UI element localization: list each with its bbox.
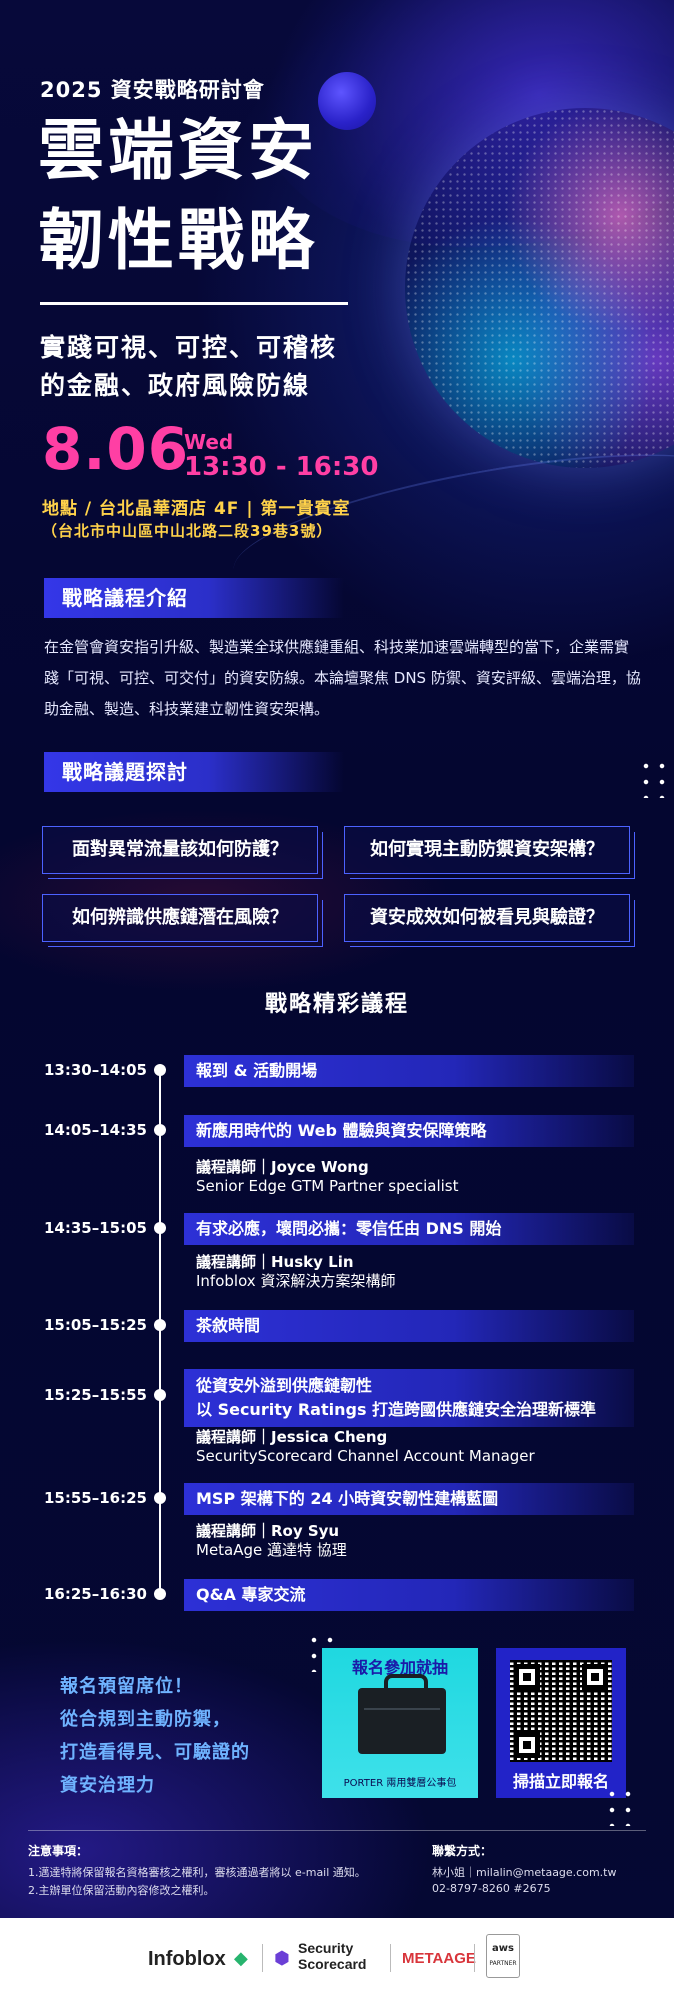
logo-separator (474, 1944, 475, 1972)
prize-caption: PORTER 兩用雙層公事包 (343, 1778, 457, 1789)
aws-logo-text: aws (492, 1943, 514, 1954)
metaage-logo: METAAGE (402, 1950, 476, 1967)
qr-code[interactable] (510, 1660, 612, 1762)
speaker-title: SecurityScorecard Channel Account Manage… (196, 1447, 535, 1465)
infoblox-logo: Infoblox (148, 1948, 226, 1970)
session-time: 14:35–15:05 (44, 1219, 147, 1237)
event-subtitle: 2025 資安戰略研討會 (40, 78, 265, 102)
securityscorecard-mark-icon: ⬢ (274, 1948, 290, 1969)
timeline-dot (154, 1588, 166, 1600)
sponsor-footer: Infoblox ◆ ⬢ Security Scorecard METAAGE … (0, 1918, 674, 1998)
decorative-dots (604, 1786, 640, 1826)
topic-card: 面對異常流量該如何防護？ (42, 826, 323, 879)
registration-line: 從合規到主動防禦， (60, 1709, 231, 1730)
timeline-dot (154, 1064, 166, 1076)
speaker-title: MetaAge 邁達特 協理 (196, 1541, 347, 1559)
session-title: 新應用時代的 Web 體驗與資安保障策略 (184, 1115, 634, 1147)
session-title-line2: 以 Security Ratings 打造跨國供應鏈安全治理新標準 (196, 1400, 597, 1419)
session-time: 14:05–14:35 (44, 1121, 147, 1139)
event-title-line2: 韌性戰略 (38, 202, 318, 279)
title-divider (40, 302, 348, 305)
session-title: Q&A 專家交流 (184, 1579, 634, 1611)
topic-card: 資安成效如何被看見與驗證？ (344, 894, 635, 947)
session-title: MSP 架構下的 24 小時資安韌性建構藍圖 (184, 1483, 634, 1515)
session-title: 有求必應，壞問必攜：零信任由 DNS 開始 (184, 1213, 634, 1245)
qr-finder (514, 1664, 540, 1690)
infoblox-mark-icon: ◆ (234, 1948, 248, 1969)
event-weekday: Wed (184, 430, 234, 454)
contact-phone[interactable]: 02-8797-8260 #2675 (432, 1882, 551, 1895)
securityscorecard-logo-word2: Scorecard (298, 1956, 367, 1972)
aws-partner-text: PARTNER (489, 1960, 517, 1967)
session-title: 茶敘時間 (184, 1310, 634, 1342)
tagline-line2: 的金融、政府風險防線 (40, 371, 311, 400)
topic-card: 如何實現主動防禦資安架構？ (344, 826, 635, 879)
contact-email[interactable]: 林小姐｜milalin@metaage.com.tw (432, 1866, 617, 1879)
topic-card: 如何辨識供應鏈潛在風險？ (42, 894, 323, 947)
speaker-info: 議程講師｜Roy Syu MetaAge 邁達特 協理 (196, 1522, 347, 1560)
securityscorecard-logo: Security Scorecard (298, 1940, 366, 1972)
registration-line: 打造看得見、可驗證的 (60, 1742, 250, 1763)
note-item: 2.主辦單位保留活動內容修改之權利。 (28, 1884, 215, 1897)
session-time: 15:05–15:25 (44, 1316, 147, 1334)
briefcase-image (358, 1674, 446, 1754)
speaker-name: 議程講師｜Jessica Cheng (196, 1428, 388, 1446)
registration-callout: 報名預留席位！ 從合規到主動防禦， 打造看得見、可驗證的 資安治理力 (60, 1670, 250, 1802)
session-time: 16:25–16:30 (44, 1585, 147, 1603)
session-time: 13:30–14:05 (44, 1061, 147, 1079)
speaker-title: Infoblox 資深解決方案架構師 (196, 1272, 396, 1290)
timeline-dot (154, 1124, 166, 1136)
session-title: 從資安外溢到供應鏈韌性 以 Security Ratings 打造跨國供應鏈安全… (184, 1369, 634, 1427)
speaker-info: 議程講師｜Husky Lin Infoblox 資深解決方案架構師 (196, 1253, 395, 1291)
notes-divider (28, 1830, 646, 1831)
prize-heading: 報名參加就抽 (351, 1658, 448, 1677)
timeline-line (159, 1066, 161, 1596)
event-date: 8.06 (42, 415, 190, 483)
registration-qr-card[interactable]: 掃描立即報名 (496, 1648, 626, 1798)
timeline-dot (154, 1222, 166, 1234)
event-title-line1: 雲端資安 (38, 112, 318, 189)
speaker-info: 議程講師｜Jessica Cheng SecurityScorecard Cha… (196, 1428, 535, 1466)
securityscorecard-logo-word1: Security (298, 1940, 354, 1956)
session-title-line1: 從資安外溢到供應鏈韌性 (196, 1376, 373, 1395)
event-address: （台北市中山區中山北路二段39巷3號） (42, 522, 333, 540)
intro-body: 在金管會資安指引升級、製造業全球供應鏈重組、科技業加速雲端轉型的當下，企業需實踐… (44, 638, 641, 718)
note-item: 1.邁達特將保留報名資格審核之權利，審核通過者將以 e-mail 通知。 (28, 1866, 366, 1879)
event-venue: 地點 / 台北晶華酒店 4F | 第一貴賓室 (42, 499, 351, 519)
qr-finder (582, 1664, 608, 1690)
intro-heading: 戰略議程介紹 (44, 578, 344, 618)
speaker-title: Senior Edge GTM Partner specialist (196, 1177, 459, 1195)
qr-caption: 掃描立即報名 (512, 1772, 609, 1791)
session-time: 15:55–16:25 (44, 1489, 147, 1507)
agenda-heading: 戰略精彩議程 (264, 992, 409, 1017)
decorative-sphere (318, 72, 376, 130)
speaker-name: 議程講師｜Joyce Wong (196, 1158, 369, 1176)
logo-separator (390, 1944, 391, 1972)
session-title: 報到 & 活動開場 (184, 1055, 634, 1087)
prize-card: 報名參加就抽 PORTER 兩用雙層公事包 (322, 1648, 478, 1798)
qr-finder (514, 1732, 540, 1758)
registration-line: 報名預留席位！ (60, 1676, 193, 1697)
logo-separator (262, 1944, 263, 1972)
speaker-name: 議程講師｜Husky Lin (196, 1253, 354, 1271)
timeline-dot (154, 1492, 166, 1504)
event-time: 13:30 - 16:30 (184, 452, 379, 482)
timeline-dot (154, 1319, 166, 1331)
session-time: 15:25–15:55 (44, 1386, 147, 1404)
contact-title: 聯繫方式： (432, 1844, 493, 1858)
speaker-info: 議程講師｜Joyce Wong Senior Edge GTM Partner … (196, 1158, 459, 1196)
topics-heading: 戰略議題探討 (44, 752, 344, 792)
notes-title: 注意事項： (28, 1844, 89, 1858)
tagline-line1: 實踐可視、可控、可稽核 (40, 333, 338, 362)
registration-line: 資安治理力 (60, 1775, 155, 1796)
timeline-dot (154, 1389, 166, 1401)
decorative-dots (638, 758, 674, 798)
aws-partner-logo: aws PARTNER (486, 1934, 520, 1978)
speaker-name: 議程講師｜Roy Syu (196, 1522, 340, 1540)
